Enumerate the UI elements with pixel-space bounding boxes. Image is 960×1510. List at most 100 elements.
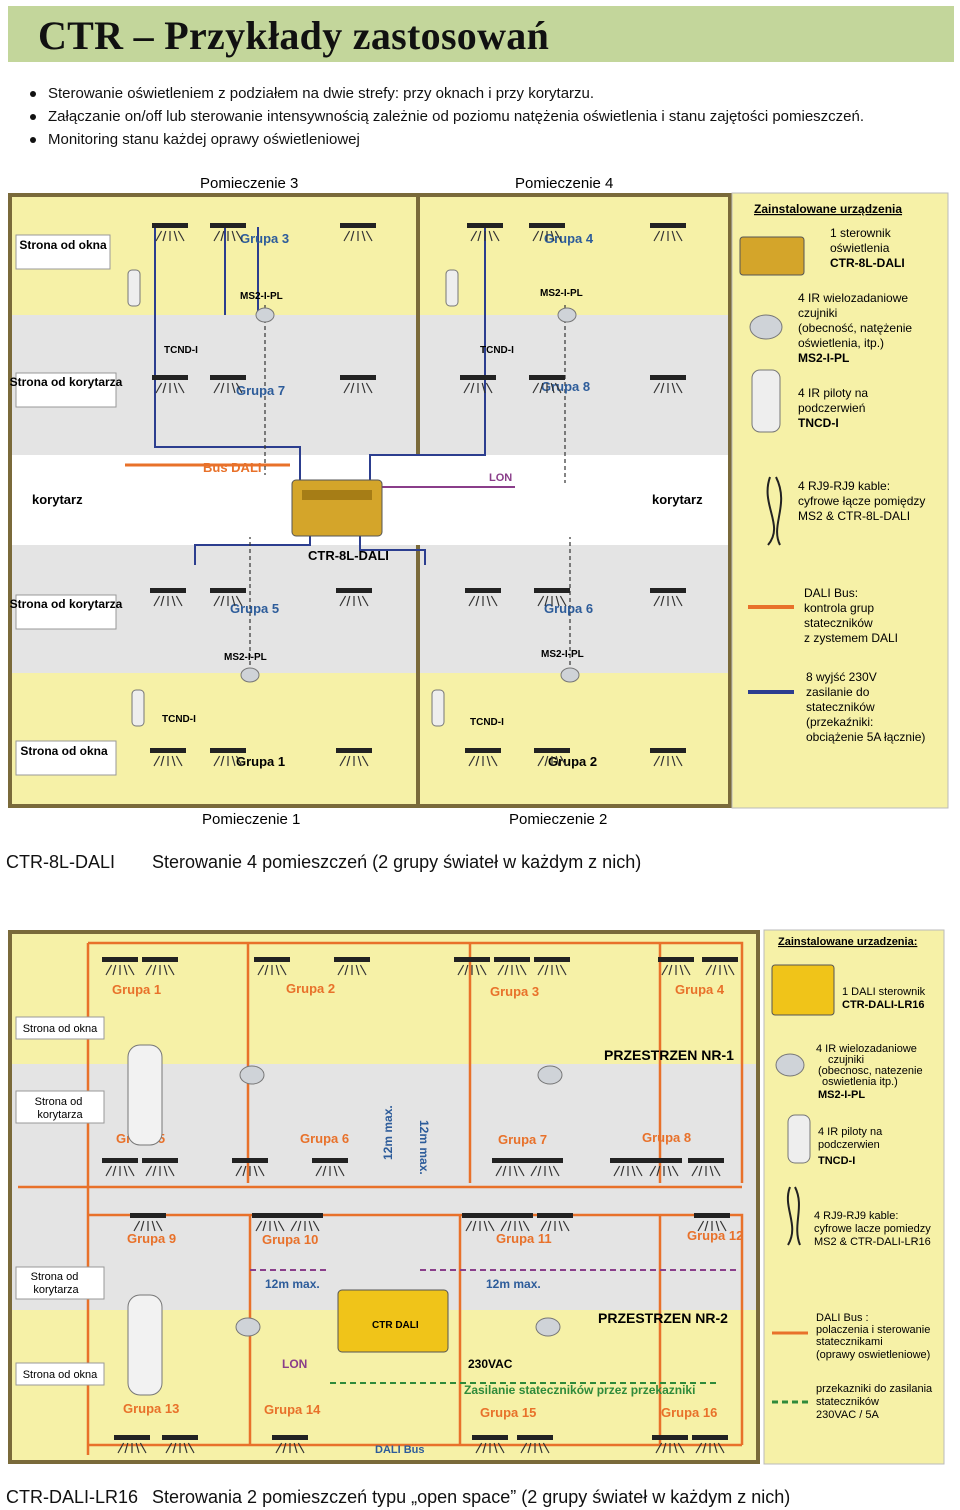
luminaire-icon	[340, 223, 376, 242]
dali-bus-label: DALI Bus	[375, 1444, 425, 1456]
sensor-label: MS2-I-PL	[540, 288, 583, 299]
group-label: Grupa 4	[675, 982, 725, 997]
luminaire-icon	[232, 1158, 268, 1177]
group-label: Grupa 13	[123, 1401, 179, 1416]
luminaire-icon	[492, 1158, 528, 1177]
group-label: Grupa 16	[661, 1405, 717, 1420]
legend-cables-text: 4 RJ9-RJ9 kable: cyfrowe lacze pomiedzy …	[814, 1210, 934, 1248]
legend-panel	[763, 929, 945, 1465]
lon-label: LON	[282, 1357, 307, 1371]
luminaire-icon	[650, 588, 686, 607]
zone-corridor-box	[15, 1090, 105, 1124]
figure-ctr-8l-dali: Pomieczenie 3 Pomieczenie 4 Pomieczenie …	[0, 165, 960, 830]
luminaire-icon	[254, 957, 290, 976]
legend-controller-icon	[771, 964, 835, 1016]
group-6-label: Grupa 6	[544, 601, 593, 616]
legend-controller-text: 1 DALI sterownik CTR-DALI-LR16	[842, 986, 928, 1011]
legend-dali-text: DALI Bus: kontrola grup stateczników z z…	[804, 586, 898, 645]
remote-label: TCND-I	[164, 345, 198, 356]
room-2-window-zone	[420, 673, 728, 804]
luminaire-icon	[454, 957, 490, 976]
legend-outputs-text: 8 wyjść 230V zasilanie do stateczników (…	[806, 670, 925, 744]
bullet-item: Załączanie on/off lub sterowanie intensy…	[30, 105, 864, 128]
bus-dali-label: Bus DALI	[203, 460, 262, 475]
zone-window-box	[15, 234, 111, 270]
relay-supply-label: Zasilanie stateczników przez przekazniki	[464, 1383, 695, 1397]
luminaire-icon	[152, 375, 188, 394]
room-3-label: Pomieczenie 3	[200, 175, 298, 192]
legend-sensors-text: 4 IR wielozadaniowe czujniki (obecnosc, …	[816, 1043, 926, 1101]
luminaire-icon	[650, 223, 686, 242]
legend-remotes-text: 4 IR piloty na podczerwień TNCD-I	[798, 386, 871, 430]
group-1-label: Grupa 1	[236, 754, 285, 769]
remote-control-icon	[127, 1044, 163, 1146]
corridor-label: korytarz	[652, 492, 703, 507]
zone-window-label: Strona od okna	[20, 744, 108, 758]
relay-line	[369, 227, 486, 483]
legend-cables-text: 4 RJ9-RJ9 kable: cyfrowe łącze pomiędzy …	[798, 479, 929, 523]
luminaire-icon	[494, 957, 530, 976]
sensor-icon	[557, 307, 577, 323]
remote-control-icon	[127, 1294, 163, 1396]
luminaire-icon	[702, 957, 738, 976]
title-bar: CTR – Przykłady zastosowań	[8, 6, 954, 62]
luminaire-icon	[130, 1213, 166, 1232]
luminaire-icon	[688, 1158, 724, 1177]
diagram-open-space: CTR DALI PRZESTRZEN NR-1 PRZESTRZEN NR-2…	[8, 929, 945, 1465]
luminaire-icon	[534, 957, 570, 976]
luminaire-icon	[465, 588, 501, 607]
legend-cable-icon	[786, 1186, 801, 1246]
luminaire-icon	[465, 748, 501, 767]
group-label: Grupa 2	[286, 981, 335, 996]
legend-remote-icon	[751, 369, 781, 433]
group-4-label: Grupa 4	[544, 231, 594, 246]
space-1-label: PRZESTRZEN NR-1	[604, 1047, 734, 1063]
relay-line	[359, 535, 426, 565]
group-7-label: Grupa 7	[236, 383, 285, 398]
rj9-cable	[249, 305, 571, 665]
group-label: Grupa 1	[112, 982, 161, 997]
zone-corridor-label: Strona od korytarza	[35, 1096, 86, 1121]
legend-cable-icon	[766, 476, 783, 546]
luminaire-icon	[287, 1213, 323, 1232]
group-5-label: Grupa 5	[230, 601, 279, 616]
corridor-label: korytarz	[32, 492, 83, 507]
luminaire-icon	[537, 1213, 573, 1232]
remote-control-icon	[131, 689, 145, 727]
remote-control-icon	[431, 689, 445, 727]
sensor-label: MS2-I-PL	[541, 649, 584, 660]
bullet-item: Sterowanie oświetleniem z podziałem na d…	[30, 82, 864, 105]
zone-window-box	[15, 1362, 105, 1386]
controller-label: CTR DALI	[372, 1320, 419, 1331]
zone-corridor-box	[15, 594, 117, 630]
legend-relays-text: przekazniki do zasilania stateczników 23…	[816, 1383, 935, 1421]
page-title: CTR – Przykłady zastosowań	[38, 13, 550, 58]
sensor-icon	[255, 307, 275, 323]
controller-device	[291, 479, 383, 537]
distance-label: 12m max.	[265, 1277, 320, 1291]
caption-text: Sterowanie 4 pomieszczeń (2 grupy świate…	[152, 852, 642, 872]
legend-controller-icon	[739, 236, 805, 276]
luminaire-icon	[694, 1213, 730, 1232]
caption-code: CTR-8L-DALI	[6, 852, 116, 872]
luminaire-icon	[472, 1435, 508, 1454]
distance-label: 12m max.	[417, 1120, 431, 1175]
space-1-window-zone	[12, 934, 756, 1064]
group-label: Grupa 9	[127, 1231, 176, 1246]
group-label: Grupa 7	[498, 1132, 547, 1147]
luminaire-icon	[497, 1213, 533, 1232]
caption-text: Sterowania 2 pomieszczeń typu „open spac…	[152, 1487, 791, 1507]
sensor-icon	[240, 667, 260, 683]
luminaires	[150, 223, 686, 767]
luminaire-icon	[646, 1158, 682, 1177]
remote-label: TCND-I	[470, 717, 504, 728]
luminaire-icon	[650, 375, 686, 394]
diagram-4-rooms: Pomieczenie 3 Pomieczenie 4 Pomieczenie …	[8, 175, 949, 828]
luminaire-icon	[152, 223, 188, 242]
sensor-label: MS2-I-PL	[240, 291, 283, 302]
luminaire-icon	[114, 1435, 150, 1454]
remote-icons	[127, 269, 459, 727]
group-label: Grupa 8	[642, 1130, 691, 1145]
controller-device	[337, 1289, 449, 1353]
